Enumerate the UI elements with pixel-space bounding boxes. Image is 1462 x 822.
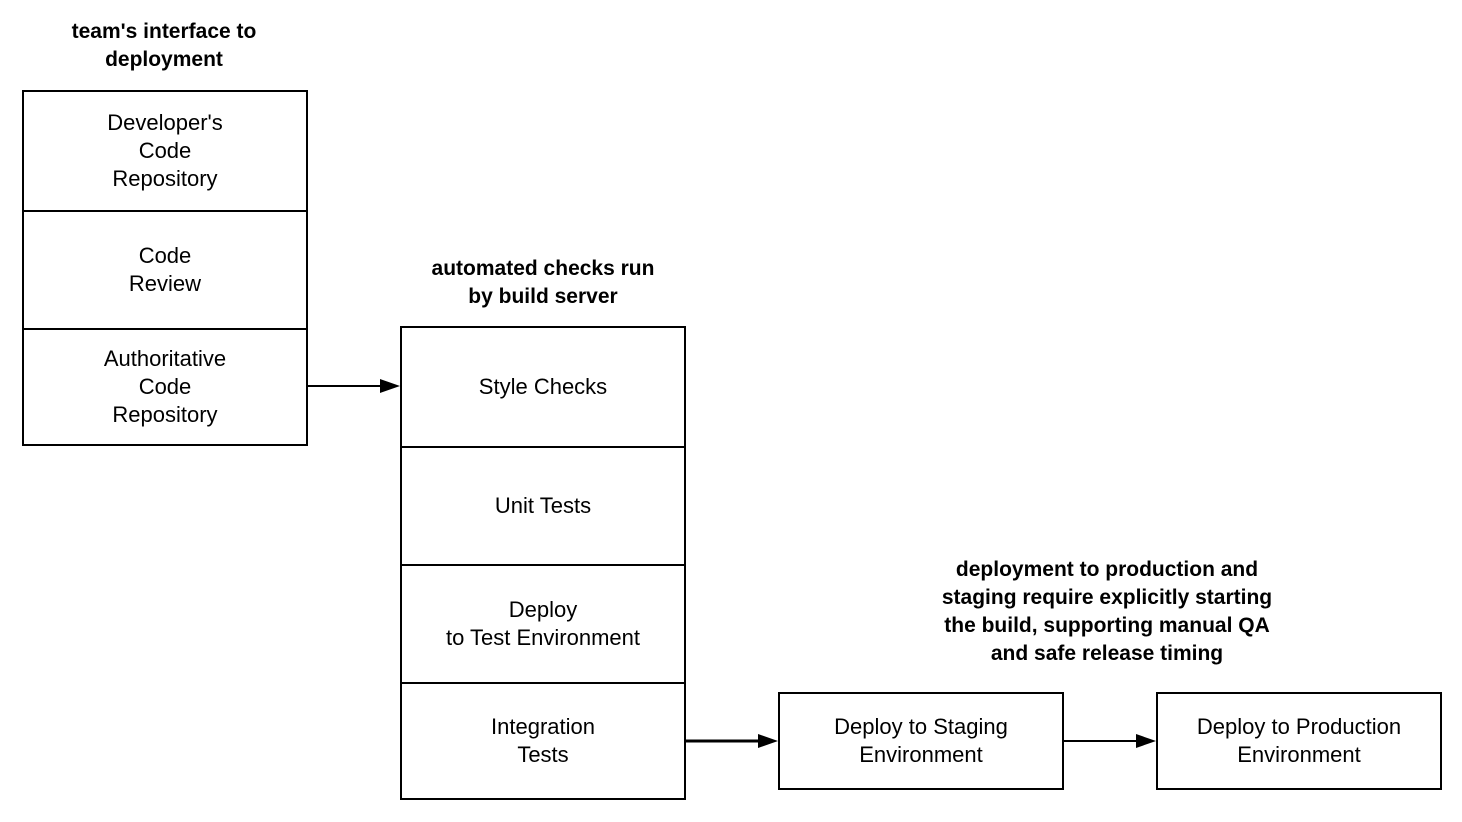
heading-line: deployment to production and (955, 558, 1259, 581)
code-review-box: Code Review (24, 210, 306, 328)
heading-line: staging require explicitly starting (941, 586, 1273, 609)
step-label-line: Repository (112, 402, 218, 427)
step-label-line: Deploy (508, 597, 578, 622)
deploy-to-test-environment-box: Deploy to Test Environment (402, 564, 684, 682)
team-group-heading: team's interface to deployment (22, 18, 306, 74)
heading-line: team's interface to (71, 20, 257, 43)
heading-line: by build server (468, 285, 618, 308)
heading-line: and safe release timing (990, 642, 1224, 665)
step-label-line: Code (138, 374, 192, 399)
step-label-line: Deploy to Staging (834, 714, 1008, 739)
step-label-line: Code (138, 243, 192, 268)
team-stack: Developer's Code Repository Code Review … (22, 90, 308, 446)
build-stack: Style Checks Unit Tests Deploy to Test E… (400, 326, 686, 800)
step-label-line: Tests (517, 742, 569, 767)
step-label-line: Deploy to Production (1196, 714, 1402, 739)
step-label-line: to Test Environment (445, 625, 641, 650)
style-checks-box: Style Checks (402, 328, 684, 446)
step-label-line: Review (128, 271, 202, 296)
release-group-heading: deployment to production and staging req… (877, 556, 1337, 668)
authoritative-code-repository-box: Authoritative Code Repository (24, 328, 306, 444)
heading-line: automated checks run (431, 257, 655, 280)
step-label-line: Developer's (107, 110, 223, 135)
step-label-line: Environment (859, 742, 983, 767)
deploy-to-production-environment-box: Deploy to Production Environment (1156, 692, 1442, 790)
step-label-line: Repository (112, 166, 218, 191)
arrow-staging-to-production (1064, 734, 1156, 748)
integration-tests-box: Integration Tests (402, 682, 684, 798)
step-label-line: Unit Tests (494, 493, 592, 518)
deploy-to-staging-environment-box: Deploy to Staging Environment (778, 692, 1064, 790)
build-group-heading: automated checks run by build server (400, 255, 686, 311)
unit-tests-box: Unit Tests (402, 446, 684, 564)
step-label-line: Integration (491, 714, 595, 739)
developers-code-repository-box: Developer's Code Repository (24, 92, 306, 210)
step-label-line: Environment (1237, 742, 1361, 767)
heading-line: deployment (105, 48, 223, 71)
arrow-integration-to-staging (686, 734, 778, 748)
step-label-line: Authoritative (103, 346, 227, 371)
step-label-line: Style Checks (478, 374, 608, 399)
arrow-repo-to-style-checks (308, 379, 400, 393)
heading-line: the build, supporting manual QA (944, 614, 1270, 637)
step-label-line: Code (138, 138, 192, 163)
